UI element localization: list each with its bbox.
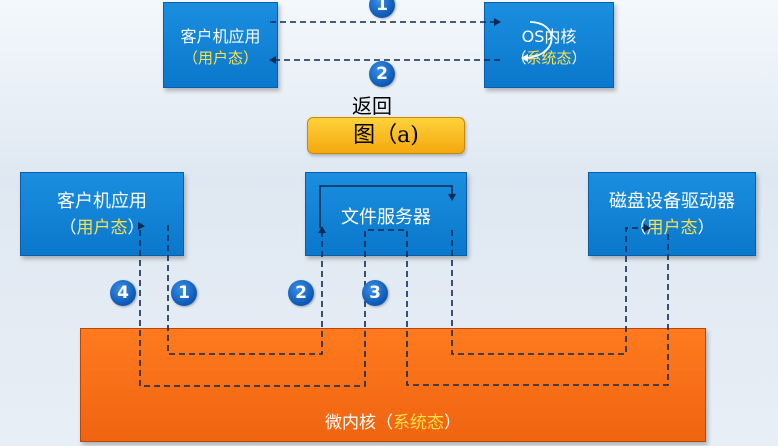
path-to-driver: [451, 224, 651, 355]
fig-a-client-mode: （用户态）: [182, 49, 259, 67]
fig-b-client-title: 客户机应用: [57, 191, 147, 212]
fig-a-os-title: OS内核: [521, 27, 577, 46]
fig-b-client-mode: （用户态）: [59, 218, 145, 238]
step-2-badge: 2: [288, 280, 314, 306]
path-step-3-4: [138, 222, 669, 387]
microkernel-label: 微内核（系统态）: [325, 413, 461, 433]
fig-a-caption: 图（a): [307, 117, 465, 154]
disk-driver-title: 磁盘设备驱动器: [609, 191, 735, 212]
file-server-title: 文件服务器: [341, 207, 431, 228]
fig-a-step-1-badge: 1: [369, 0, 395, 18]
step-3-badge: 3: [362, 280, 388, 306]
step-1-badge: 1: [171, 280, 197, 306]
file-server-inner-loop: [319, 185, 456, 228]
fig-a-kernel-loop-arrow: [521, 21, 553, 62]
disk-driver-box: 磁盘设备驱动器 （用户态）: [588, 172, 756, 256]
path-step-1: [167, 225, 326, 355]
fig-a-os-mode: （系统态）: [511, 49, 587, 67]
fig-a-client-title: 客户机应用: [180, 27, 261, 46]
step-4-badge: 4: [110, 280, 136, 306]
fig-a-step-2-badge: 2: [369, 61, 395, 87]
fig-a-os-box: OS内核 （系统态）: [484, 2, 614, 88]
microkernel-box: 微内核（系统态）: [80, 328, 706, 442]
fig-a-return-label: 返回: [352, 94, 392, 118]
fig-b-client-box: 客户机应用 （用户态）: [20, 172, 184, 256]
fig-a-client-box: 客户机应用 （用户态）: [163, 2, 278, 88]
